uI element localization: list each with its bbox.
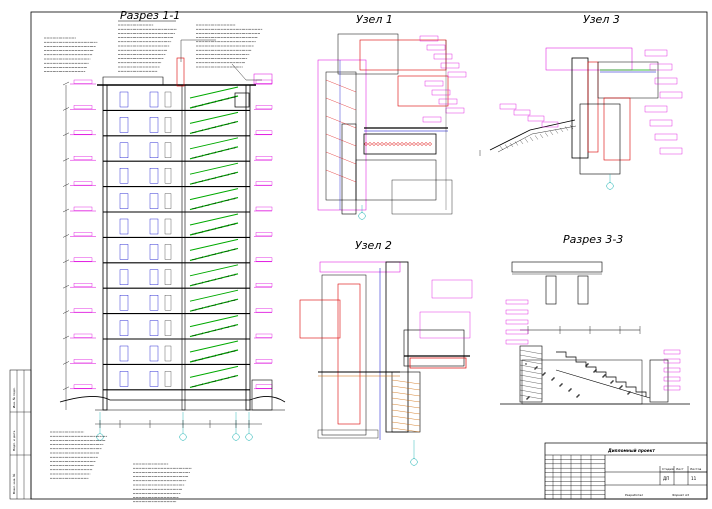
sheet-number: 11 xyxy=(691,476,697,481)
node-1-title: Узел 1 xyxy=(356,13,393,26)
project-type: Дипломный проект xyxy=(607,448,655,453)
sheet-label: Лист xyxy=(676,467,684,471)
section-1-1: Разрез 1-1 xyxy=(41,9,286,503)
node-1: Узел 1 xyxy=(317,13,467,220)
section-3-3: Разрез 3-3 xyxy=(500,233,690,405)
notes-bottom xyxy=(50,431,192,503)
node-2-detail xyxy=(299,261,473,466)
building-section xyxy=(59,39,286,441)
node-1-detail xyxy=(317,33,467,220)
node-3: Узел 3 xyxy=(479,13,683,190)
notes-top-left xyxy=(41,36,101,86)
sheet-frame xyxy=(30,11,708,500)
section-3-3-title: Разрез 3-3 xyxy=(563,233,623,246)
section-3-3-detail xyxy=(500,261,690,405)
footer-right: Формат А3 xyxy=(672,493,689,497)
title-block: Дипломный проект Стадия Лист Листов ДП 1… xyxy=(544,442,708,500)
node-2-title: Узел 2 xyxy=(355,239,392,252)
strip-label-1: Инв. № подл. xyxy=(12,387,16,408)
footer-left: Разработал xyxy=(625,493,643,497)
sheets-label: Листов xyxy=(690,467,701,471)
left-binding-strip: Инв. № подл. Подп. и дата Взам. инв. № xyxy=(9,369,32,500)
stage-label: Стадия xyxy=(662,467,674,471)
notes-top-center xyxy=(118,24,263,72)
strip-label-3: Взам. инв. № xyxy=(12,474,16,494)
node-2: Узел 2 xyxy=(299,239,473,466)
section-1-1-title: Разрез 1-1 xyxy=(120,9,180,22)
stage-value: ДП xyxy=(663,476,669,481)
strip-label-2: Подп. и дата xyxy=(12,430,16,451)
node-3-title: Узел 3 xyxy=(583,13,620,26)
node-3-detail xyxy=(479,47,683,190)
